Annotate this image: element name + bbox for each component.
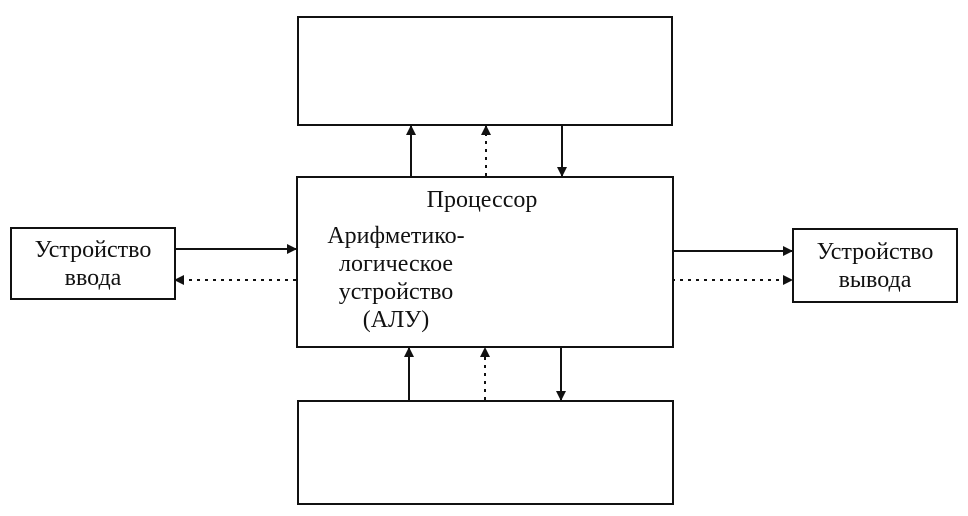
input-device-block: [10, 227, 176, 300]
alu-label-line3: устройство: [338, 279, 454, 305]
processor-title: Процессор: [426, 187, 538, 213]
alu-label-line4: (АЛУ): [362, 307, 430, 333]
input-device-label-line2: ввода: [64, 265, 122, 291]
processor-block: [296, 176, 674, 348]
alu-label-line1: Арифметико-: [327, 223, 465, 249]
input-device-label-line1: Устройство: [34, 237, 152, 263]
alu-label: Арифметико- логическое устройство (АЛУ): [306, 222, 486, 334]
alu-label-line2: логическое: [338, 251, 454, 277]
output-device-label-line2: вывода: [838, 267, 912, 293]
output-device-block: [792, 228, 958, 303]
input-device-label: Устройство ввода: [10, 236, 176, 292]
bottom-block: [297, 400, 674, 505]
output-device-label: Устройство вывода: [792, 238, 958, 294]
output-device-label-line1: Устройство: [816, 239, 934, 265]
top-block: [297, 16, 673, 126]
